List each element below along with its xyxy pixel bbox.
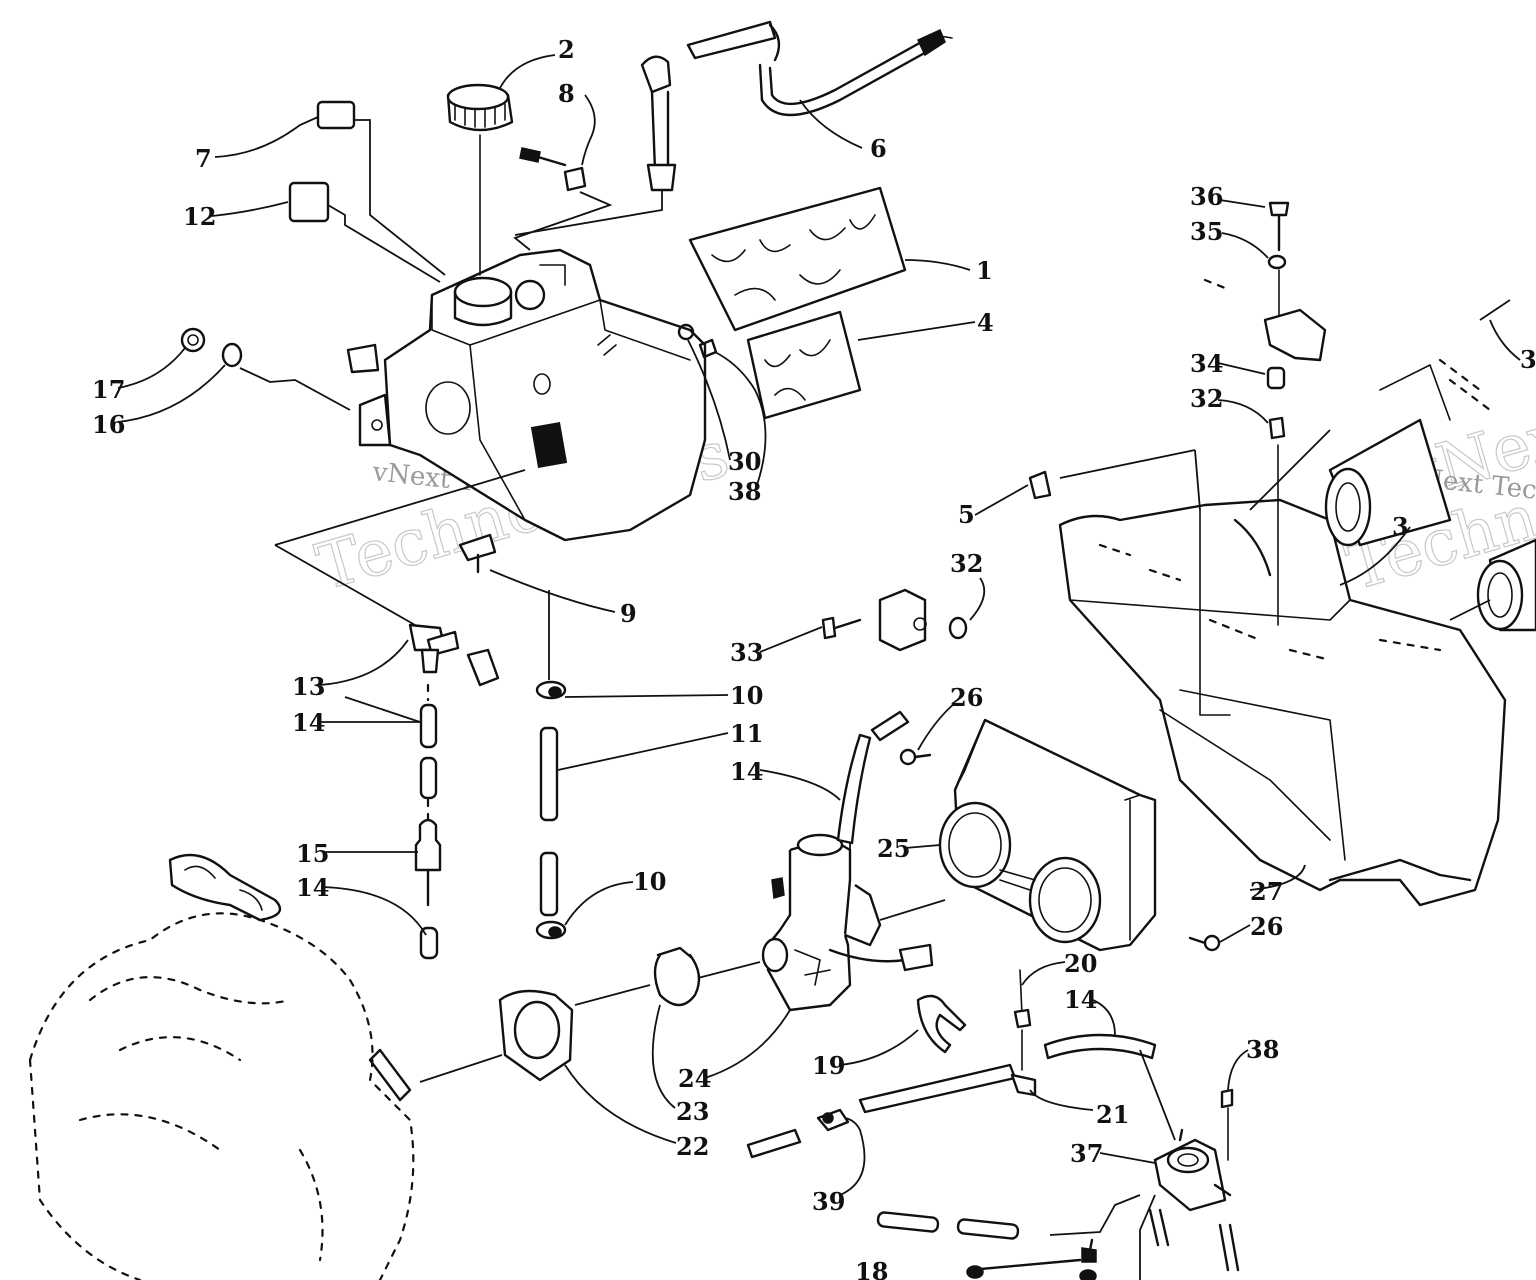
callouts: 2 8 6 7 12 1 4 17 16 30 38 36 35 34 32 3… [92, 35, 1536, 1280]
callout-21: 21 [1096, 1100, 1129, 1129]
mount-block [878, 588, 968, 652]
callout-10-top: 10 [730, 681, 763, 710]
callout-15: 15 [296, 839, 329, 868]
callout-22: 22 [676, 1132, 709, 1161]
grommet-5 [1028, 470, 1052, 500]
fitting-39 [746, 1108, 850, 1159]
callout-36: 36 [1190, 182, 1223, 211]
callout-8: 8 [558, 79, 575, 108]
fuel-line-carb [836, 710, 910, 845]
callout-32-mid: 32 [950, 549, 983, 578]
decal-12 [288, 181, 330, 223]
fuel-cap [446, 83, 514, 276]
fuel-line-bottom [858, 969, 1157, 1114]
screw-33 [821, 616, 862, 640]
callout-11: 11 [730, 719, 763, 748]
callout-2: 2 [558, 35, 575, 64]
callout-14-c: 14 [296, 873, 329, 902]
callout-3-top: 3 [1520, 345, 1536, 374]
callout-25: 25 [877, 834, 910, 863]
screw-8 [513, 147, 613, 251]
screw-26-top [899, 748, 932, 766]
callout-24: 24 [678, 1064, 711, 1093]
decal-7 [316, 100, 356, 130]
fuel-pump-37 [1049, 1049, 1240, 1280]
callout-13: 13 [292, 672, 325, 701]
leader-lines [117, 54, 1521, 1196]
callout-39: 39 [812, 1187, 845, 1216]
callout-20: 20 [1064, 949, 1097, 978]
callout-26-top: 26 [950, 683, 983, 712]
bracket-19 [916, 994, 967, 1054]
callout-30: 30 [728, 447, 761, 476]
callout-14-d: 14 [1064, 985, 1097, 1014]
callout-38-top: 38 [728, 477, 761, 506]
fuel-tank [346, 248, 707, 542]
callout-37: 37 [1070, 1139, 1103, 1168]
callout-19: 19 [812, 1051, 845, 1080]
callout-34: 34 [1190, 349, 1223, 378]
clamp-line-center [535, 590, 567, 940]
callout-4: 4 [977, 308, 994, 337]
callout-26-bottom: 26 [1250, 912, 1283, 941]
decal-1 [688, 186, 907, 332]
engine-outline [28, 853, 415, 1280]
callout-7: 7 [195, 144, 212, 173]
carburetor-24 [761, 820, 934, 1012]
nut-17-washer-16 [180, 327, 351, 411]
fuel-line-left [419, 683, 438, 822]
air-silencer-27 [1058, 449, 1507, 907]
callout-33: 33 [730, 638, 763, 667]
inlet-tube-3 [1249, 299, 1536, 632]
callout-12: 12 [183, 202, 216, 231]
callout-6: 6 [870, 134, 887, 163]
callout-14-a: 14 [292, 708, 325, 737]
oil-line [514, 20, 953, 236]
callout-1: 1 [976, 256, 993, 285]
fuel-filter-15 [414, 818, 442, 960]
fitting-9 [458, 533, 497, 574]
decal-4 [746, 310, 862, 420]
intake-flange-22 [419, 984, 651, 1083]
valve-13 [408, 623, 500, 687]
callout-16: 16 [92, 410, 125, 439]
bottom-lines [876, 1211, 1097, 1280]
callout-3-mid: 3 [1392, 512, 1409, 541]
screw-26-bottom [1188, 934, 1221, 952]
callout-18: 18 [855, 1257, 888, 1280]
intake-adapter-25 [879, 718, 1157, 952]
callout-32-top: 32 [1190, 384, 1223, 413]
callout-9: 9 [620, 599, 637, 628]
callout-5: 5 [958, 500, 975, 529]
clamp-23 [653, 946, 761, 1007]
callout-35: 35 [1190, 217, 1223, 246]
callout-27: 27 [1250, 877, 1283, 906]
callout-23: 23 [676, 1097, 709, 1126]
callout-14-b: 14 [730, 757, 763, 786]
callout-10-bottom: 10 [633, 867, 666, 896]
callout-38-bottom: 38 [1246, 1035, 1279, 1064]
fastener-stack [1203, 201, 1327, 626]
callout-17: 17 [92, 375, 125, 404]
